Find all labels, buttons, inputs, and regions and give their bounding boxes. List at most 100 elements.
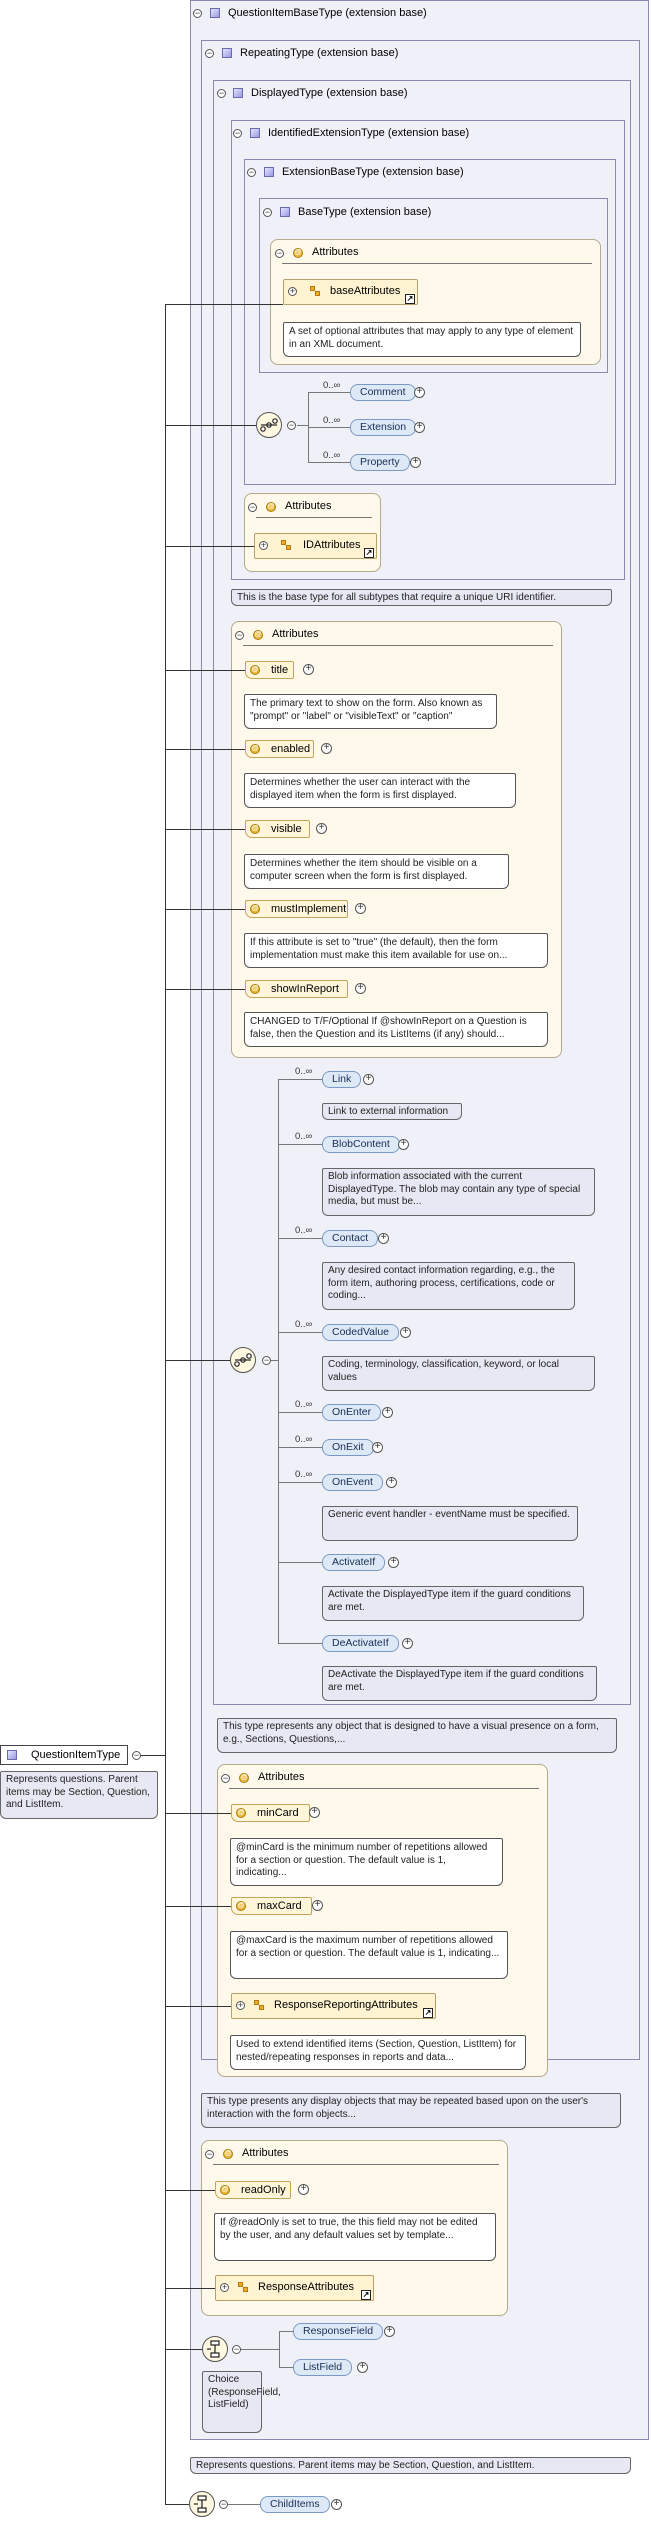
expand-toggle[interactable]: + [384,2326,395,2337]
collapse-toggle[interactable]: − [247,167,256,177]
doc-choice: Choice (ResponseField, ListField) [202,2371,281,2433]
expand-toggle[interactable]: + [357,2362,368,2373]
choice-compositor-icon [189,2491,215,2517]
attribute-icon: @ [250,984,260,994]
collapse-toggle[interactable]: − [221,1773,230,1783]
complex-type-icon [233,88,243,98]
complex-type-icon [250,128,260,138]
expand-toggle[interactable]: + [316,823,327,834]
element-response-field[interactable]: ResponseField [293,2323,384,2340]
attribute-group-response-attributes[interactable]: + ResponseAttributes ↗ [215,2275,374,2301]
collapse-toggle[interactable]: − [232,2344,241,2354]
collapse-toggle[interactable]: − [233,128,242,138]
attribute-must-implement[interactable]: @ mustImplement [245,900,348,918]
collapse-toggle[interactable]: − [219,2499,228,2509]
attribute-name: readOnly [241,2184,286,2196]
collapse-toggle[interactable]: − [263,207,272,217]
expand-toggle[interactable]: + [259,540,268,550]
doc-on-event: Generic event handler - eventName must b… [322,1506,578,1541]
expand-toggle[interactable]: + [372,1442,383,1453]
group-label: ResponseReportingAttributes [274,1999,418,2011]
expand-toggle[interactable]: + [288,286,297,296]
attribute-max-card[interactable]: @ maxCard [231,1897,312,1915]
attribute-enabled[interactable]: @ enabled [245,740,314,758]
attribute-show-in-report[interactable]: @ showInReport [245,980,348,998]
doc-max-card: @maxCard is the maximum number of repeti… [230,1931,508,1979]
attribute-group-base-attributes[interactable]: + baseAttributes ↗ [283,279,418,305]
link-arrow-icon[interactable]: ↗ [423,2008,433,2018]
link-arrow-icon[interactable]: ↗ [364,548,374,558]
collapse-toggle[interactable]: − [132,1750,141,1760]
attribute-icon: @ [266,502,276,512]
expand-toggle[interactable]: + [386,1477,397,1488]
attribute-group-icon [281,540,292,551]
expand-toggle[interactable]: + [363,1074,374,1085]
expand-toggle[interactable]: + [400,1327,411,1338]
link-arrow-icon[interactable]: ↗ [405,294,415,304]
attribute-read-only[interactable]: @ readOnly [215,2181,291,2199]
expand-toggle[interactable]: + [355,903,366,914]
expand-toggle[interactable]: + [398,1139,409,1150]
collapse-toggle[interactable]: − [275,248,284,258]
root-type-node[interactable]: QuestionItemType [0,1745,128,1765]
element-on-enter[interactable]: OnEnter [322,1404,382,1421]
collapse-toggle[interactable]: − [287,420,296,430]
collapse-toggle[interactable]: − [205,48,214,58]
expand-toggle[interactable]: + [378,1233,389,1244]
expand-toggle[interactable]: + [382,1407,393,1418]
element-coded-value[interactable]: CodedValue [322,1324,400,1341]
expand-toggle[interactable]: + [220,2282,229,2292]
multiplicity: 0..∞ [295,1131,313,1142]
doc-root-type: Represents questions. Parent items may b… [0,1771,158,1819]
element-on-event[interactable]: OnEvent [322,1474,383,1491]
attribute-name: showInReport [271,983,339,995]
element-property[interactable]: Property [350,454,410,471]
doc-link: Link to external information [322,1103,462,1120]
collapse-toggle[interactable]: − [262,1355,271,1365]
attribute-title[interactable]: @ title [245,661,294,679]
attribute-group-response-reporting-attributes[interactable]: + ResponseReportingAttributes ↗ [231,1993,436,2019]
link-arrow-icon[interactable]: ↗ [361,2290,371,2300]
collapse-toggle[interactable]: − [217,88,226,98]
expand-toggle[interactable]: + [402,1638,413,1649]
collapse-toggle[interactable]: − [205,2149,214,2159]
element-blob-content[interactable]: BlobContent [322,1136,400,1153]
expand-toggle[interactable]: + [303,664,314,675]
expand-toggle[interactable]: + [312,1900,323,1911]
collapse-toggle[interactable]: − [248,502,257,512]
element-deactivate-if[interactable]: DeActivateIf [322,1635,399,1652]
expand-toggle[interactable]: + [355,983,366,994]
doc-show-in-report: CHANGED to T/F/Optional If @showInReport… [244,1012,548,1047]
expand-toggle[interactable]: + [298,2184,309,2195]
expand-toggle[interactable]: + [309,1807,320,1818]
doc-enabled: Determines whether the user can interact… [244,773,516,808]
expand-toggle[interactable]: + [236,2000,245,2010]
element-on-exit[interactable]: OnExit [322,1439,374,1456]
element-activate-if[interactable]: ActivateIf [322,1554,386,1571]
attribute-group-id-attributes[interactable]: + IDAttributes ↗ [254,533,377,559]
element-contact[interactable]: Contact [322,1230,379,1247]
attribute-icon: @ [236,1808,246,1818]
attribute-icon: @ [239,1773,249,1783]
attribute-min-card[interactable]: @ minCard [231,1804,310,1822]
multiplicity: 0..∞ [323,380,341,391]
element-link[interactable]: Link [322,1071,362,1088]
element-child-items[interactable]: ChildItems [260,2496,330,2513]
collapse-toggle[interactable]: − [235,630,244,640]
attribute-icon: @ [223,2149,233,2159]
attribute-visible[interactable]: @ visible [245,820,310,838]
collapse-toggle[interactable]: − [193,8,202,18]
expand-toggle[interactable]: + [331,2499,342,2510]
expand-toggle[interactable]: + [414,387,425,398]
complex-type-icon [280,207,290,217]
expand-toggle[interactable]: + [414,422,425,433]
expand-toggle[interactable]: + [388,1557,399,1568]
expand-toggle[interactable]: + [410,457,421,468]
element-list-field[interactable]: ListField [293,2359,353,2376]
multiplicity: 0..∞ [295,1469,313,1480]
level-title: QuestionItemBaseType (extension base) [228,7,427,19]
doc-contact: Any desired contact information regardin… [322,1262,575,1310]
element-comment[interactable]: Comment [350,384,416,401]
expand-toggle[interactable]: + [321,743,332,754]
element-extension[interactable]: Extension [350,419,417,436]
